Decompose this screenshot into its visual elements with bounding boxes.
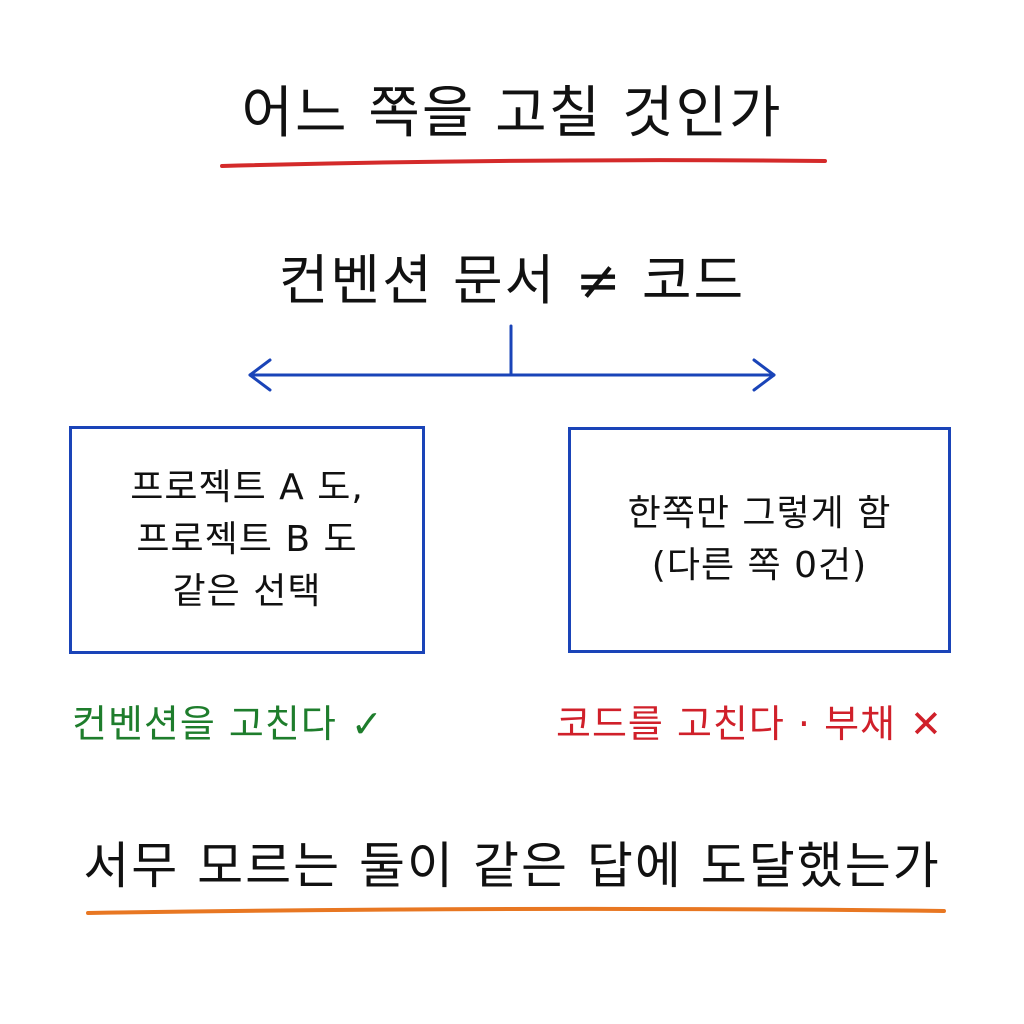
left-box-line: 프로젝트 A 도, bbox=[130, 466, 364, 508]
footer-underline bbox=[86, 906, 946, 915]
left-box: 프로젝트 A 도, 프로젝트 B 도 같은 선택 bbox=[69, 426, 425, 654]
right-box: 한쪽만 그렇게 함 (다른 쪽 0건) bbox=[568, 427, 951, 653]
arrow-head-left bbox=[248, 358, 272, 392]
left-box-line: 프로젝트 B 도 bbox=[136, 518, 358, 560]
cross-icon: ✕ bbox=[910, 702, 943, 746]
footer-question: 서무 모르는 둘이 같은 답에 도달했는가 bbox=[83, 837, 941, 895]
subtitle: 컨벤션 문서 ≠ 코드 bbox=[278, 249, 746, 312]
right-verdict-text: 코드를 고친다 · 부채 bbox=[556, 702, 896, 746]
title-underline bbox=[220, 158, 827, 168]
left-verdict-text: 컨벤션을 고친다 bbox=[72, 702, 337, 746]
page-title: 어느 쪽을 고칠 것인가 bbox=[241, 81, 783, 146]
right-verdict: 코드를 고친다 · 부채 ✕ bbox=[556, 693, 943, 748]
arrow-head-right bbox=[752, 358, 776, 392]
right-box-line: 한쪽만 그렇게 함 bbox=[627, 492, 892, 534]
left-box-line: 같은 선택 bbox=[172, 571, 322, 613]
right-box-line: (다른 쪽 0건) bbox=[651, 545, 868, 586]
check-icon: ✓ bbox=[350, 702, 384, 746]
left-verdict: 컨벤션을 고친다 ✓ bbox=[72, 693, 384, 748]
